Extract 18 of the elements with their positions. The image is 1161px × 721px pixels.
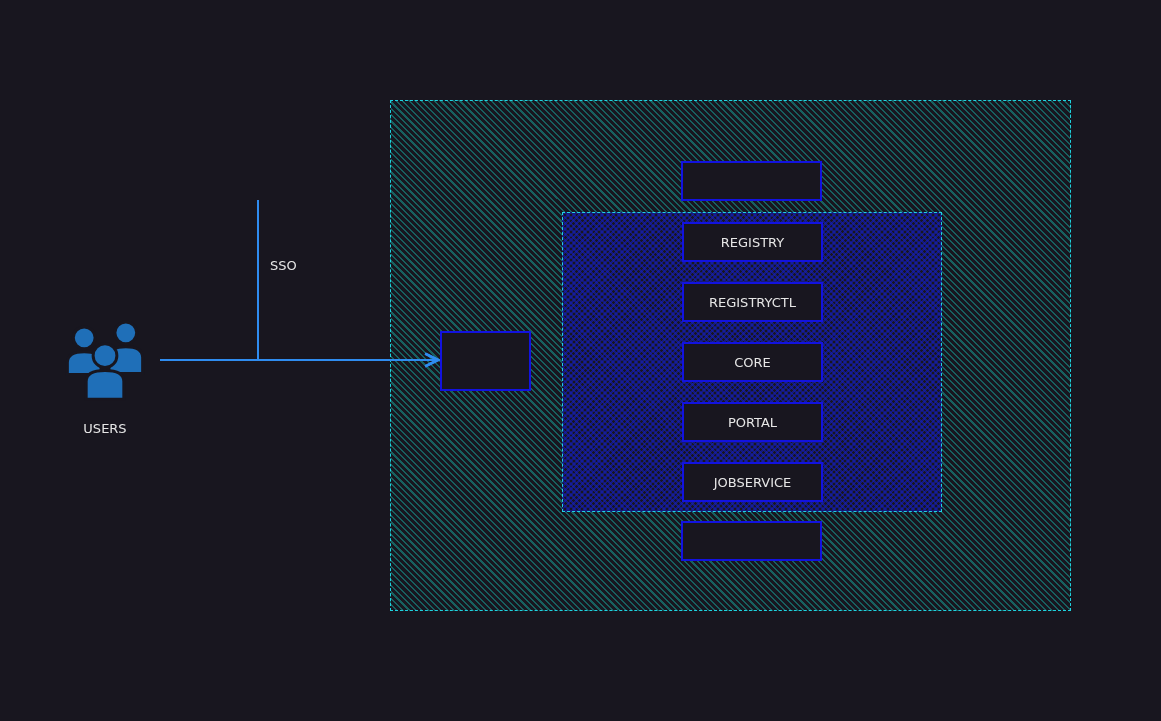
service-box [681,521,822,561]
service-name: REGISTRY [720,234,785,250]
service-box [440,331,531,391]
edge-label: SSO [268,258,299,273]
service-name: CORE [734,354,771,370]
service-box [682,222,823,262]
node-label: USERS [83,421,127,436]
service-box [682,282,823,322]
service-name: REGISTRYCTL [708,294,796,310]
service-name: JOBSERVICE [713,474,792,490]
service-group-region [562,212,942,512]
service-box [682,462,823,502]
container-region [390,100,1071,611]
service-box [682,342,823,382]
arrow [257,199,440,368]
service-box [681,161,822,201]
service-name: PORTAL [727,414,778,430]
service-box [682,402,823,442]
